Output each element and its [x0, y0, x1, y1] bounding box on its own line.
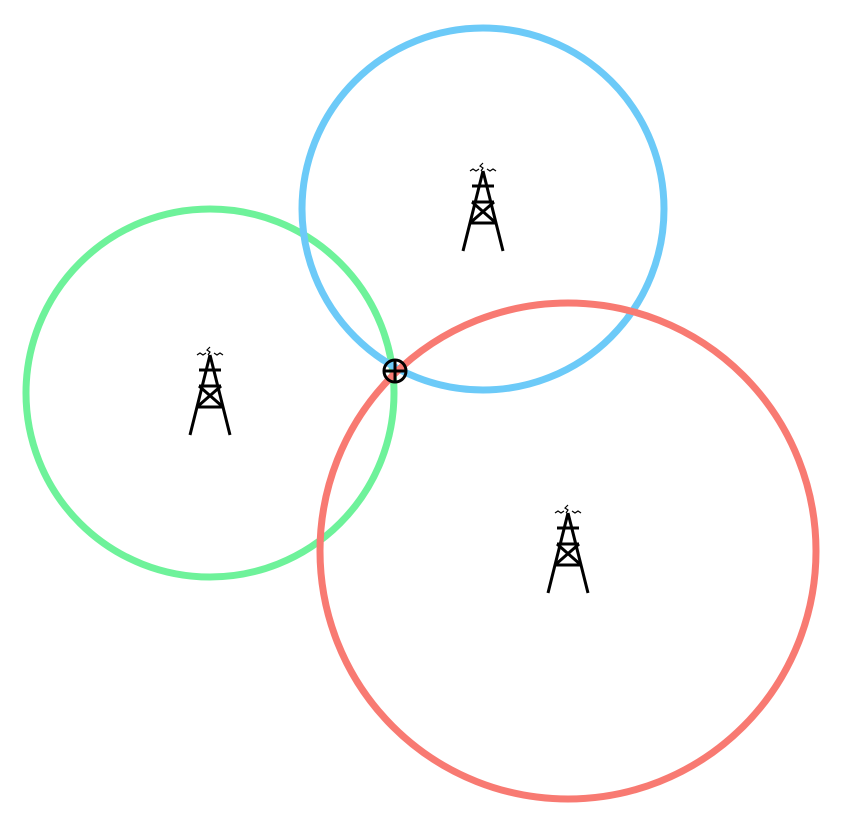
- coverage-rings: [22, 24, 820, 803]
- intersection-marker-group: [382, 358, 408, 384]
- radio-tower-icon: [546, 503, 590, 595]
- radio-tower-icon: [461, 161, 505, 253]
- radio-tower-icon: [188, 345, 232, 437]
- green-coverage-ring: [22, 205, 398, 581]
- blue-coverage-ring: [298, 24, 668, 394]
- crosshair-target-icon: [382, 358, 408, 384]
- red-coverage-ring: [316, 299, 820, 803]
